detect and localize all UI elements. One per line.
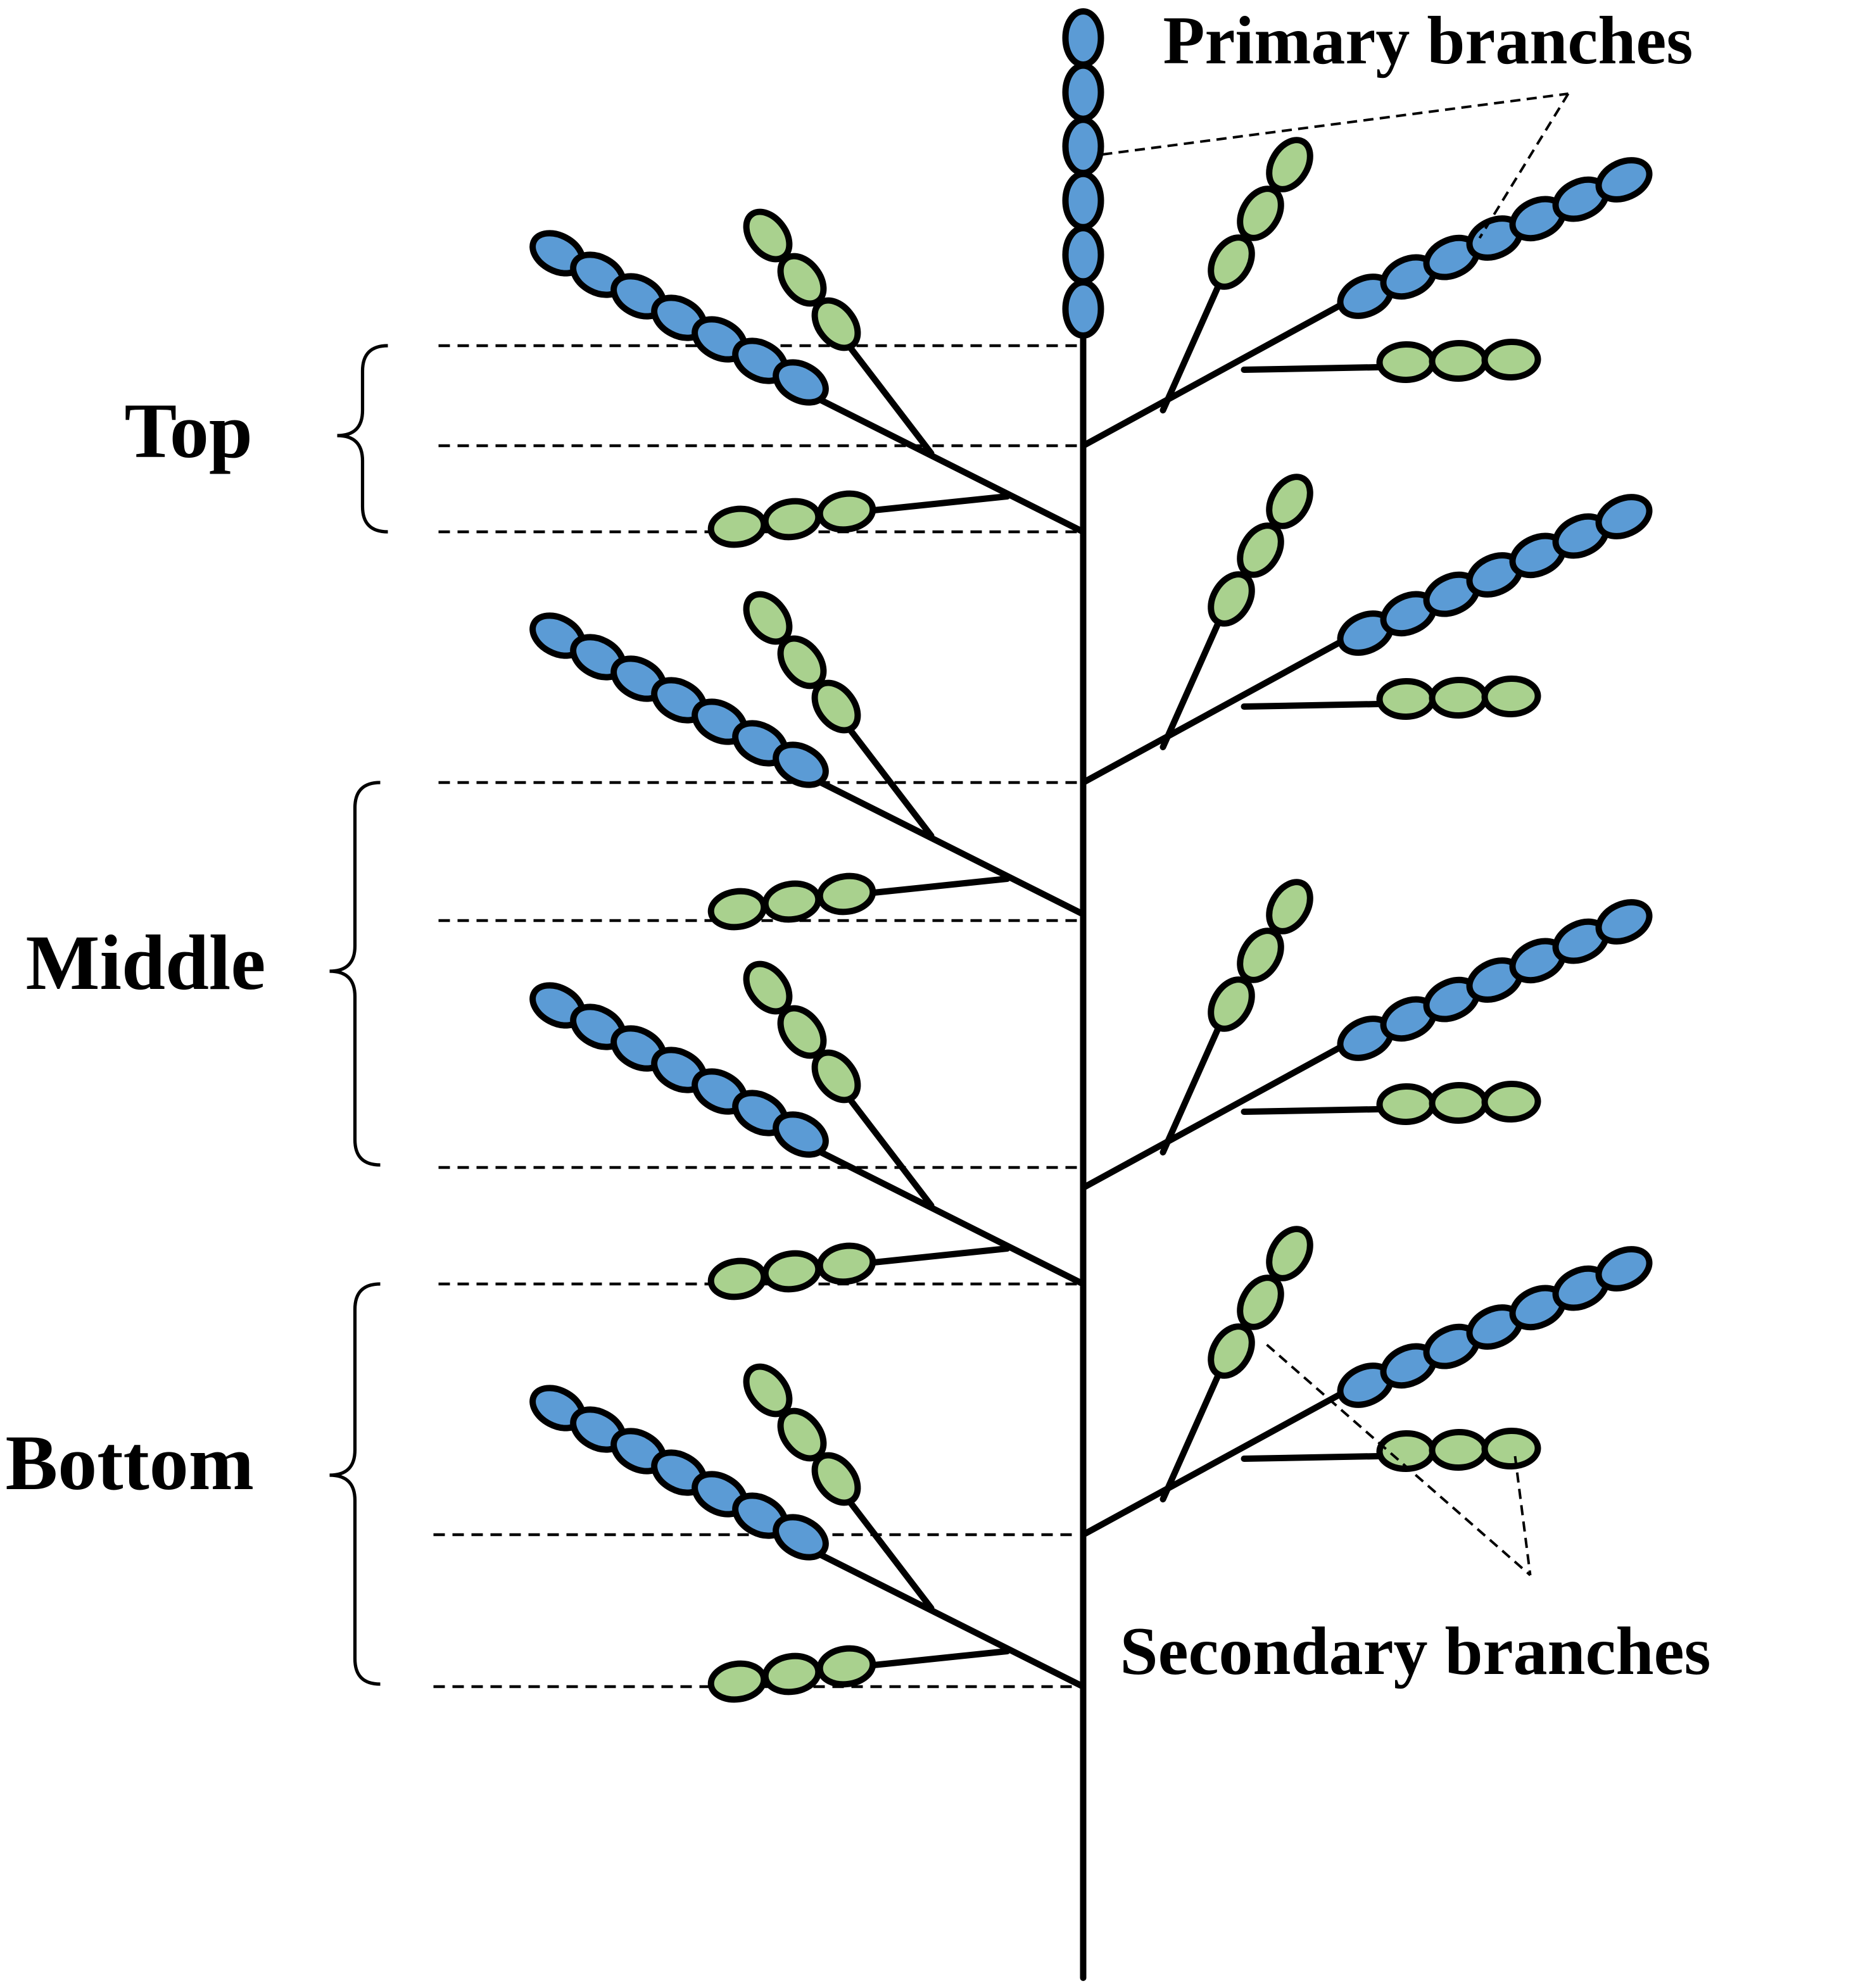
section-braces	[329, 344, 388, 1686]
undefined-upper-secondary-stem	[1159, 268, 1229, 413]
right-secondary-grain	[1376, 1083, 1436, 1126]
undefined-primary-stem	[1080, 1390, 1346, 1538]
left-secondary-grain	[811, 1452, 861, 1506]
section-label-middle: Middle	[26, 919, 266, 1006]
right-secondary-grain	[1266, 137, 1313, 192]
right-secondary-grain	[1481, 1427, 1541, 1470]
left-secondary-grain	[762, 1250, 822, 1293]
right-secondary-grain	[1208, 1323, 1255, 1379]
left-unit-2-upper-secondary-stem	[833, 708, 935, 839]
undefined-lower-secondary-stem	[1241, 1453, 1382, 1462]
right-secondary-grain	[1481, 338, 1541, 381]
left-unit-2-primary-stem	[807, 774, 1087, 917]
left-unit-3-lower-secondary-stem	[858, 1245, 1011, 1267]
secondary-callout-line	[1513, 1456, 1532, 1576]
primary-branches-label: Primary branches	[1163, 3, 1693, 79]
apical-primary-grain	[1062, 62, 1104, 122]
apical-primary-grain	[1062, 116, 1104, 177]
left-secondary-grain	[707, 888, 768, 931]
right-secondary-grain	[1237, 928, 1284, 983]
left-unit-1-lower-secondary-stem	[858, 493, 1011, 515]
right-primary-grain	[1595, 899, 1653, 945]
right-primary-grain	[1595, 157, 1653, 203]
brace-top	[337, 344, 388, 534]
left-unit-3-primary-stem	[807, 1144, 1087, 1287]
undefined-upper-secondary-stem	[1159, 605, 1229, 750]
left-secondary-grain	[707, 1660, 768, 1703]
branch-stems	[807, 268, 1382, 1981]
left-secondary-grain	[762, 880, 822, 923]
left-secondary-grain	[816, 1242, 876, 1285]
right-secondary-grain	[1208, 571, 1255, 627]
secondary-branches-label: Secondary branches	[1120, 1614, 1711, 1689]
right-secondary-grain	[1237, 522, 1284, 578]
left-secondary-grain	[762, 498, 822, 541]
apical-primary-grain	[1062, 225, 1104, 285]
left-secondary-grain	[811, 1049, 861, 1104]
right-secondary-grain	[1208, 976, 1255, 1032]
undefined-lower-secondary-stem	[1241, 364, 1382, 373]
left-primary-grain	[773, 359, 829, 406]
apical-primary-grain	[1062, 170, 1104, 230]
left-unit-3-upper-secondary-stem	[833, 1078, 935, 1209]
left-secondary-grain	[816, 872, 876, 915]
section-label-bottom: Bottom	[6, 1419, 255, 1506]
undefined-primary-stem	[1080, 638, 1346, 786]
callout-lines	[1102, 92, 1570, 1576]
left-secondary-grain	[707, 505, 768, 548]
undefined-primary-stem	[1080, 1043, 1346, 1191]
left-unit-4-upper-secondary-stem	[833, 1481, 935, 1611]
undefined-primary-stem	[1080, 301, 1346, 449]
right-secondary-grain	[1266, 474, 1313, 529]
right-secondary-grain	[1481, 1080, 1541, 1123]
right-primary-grain	[1595, 1246, 1653, 1292]
left-secondary-grain	[811, 297, 861, 351]
left-unit-2-lower-secondary-stem	[858, 876, 1011, 897]
undefined-lower-secondary-stem	[1241, 701, 1382, 710]
dashed-leader-lines	[433, 344, 1077, 1689]
right-secondary-grain	[1481, 675, 1541, 718]
right-secondary-grain	[1429, 676, 1489, 719]
left-primary-grain	[773, 741, 829, 788]
undefined-upper-secondary-stem	[1159, 1357, 1229, 1502]
apical-primary-grain	[1062, 279, 1104, 339]
right-secondary-grain	[1237, 1274, 1284, 1330]
left-secondary-grain	[816, 1645, 876, 1688]
right-secondary-grain	[1429, 1081, 1489, 1124]
right-secondary-grain	[1376, 677, 1436, 720]
apical-primary-grain	[1062, 8, 1104, 68]
right-secondary-grain	[1266, 1226, 1313, 1281]
right-secondary-grain	[1208, 234, 1255, 290]
left-unit-4-primary-stem	[807, 1547, 1087, 1690]
left-primary-grain	[773, 1111, 829, 1158]
primary-callout-line	[1478, 92, 1570, 239]
section-label-top: Top	[125, 387, 253, 474]
right-secondary-grain	[1429, 339, 1489, 382]
left-secondary-grain	[762, 1652, 822, 1695]
left-unit-4-lower-secondary-stem	[858, 1648, 1011, 1670]
right-secondary-grain	[1266, 879, 1313, 934]
right-primary-grain	[1595, 494, 1653, 539]
undefined-lower-secondary-stem	[1241, 1106, 1382, 1115]
left-primary-grain	[773, 1514, 829, 1561]
left-secondary-grain	[811, 679, 861, 734]
right-secondary-grain	[1376, 341, 1436, 384]
right-secondary-grain	[1237, 186, 1284, 241]
left-unit-1-primary-stem	[807, 392, 1087, 535]
left-secondary-grain	[707, 1257, 768, 1300]
primary-callout-line	[1102, 92, 1569, 156]
left-unit-1-upper-secondary-stem	[833, 326, 935, 456]
right-secondary-grain	[1429, 1428, 1489, 1471]
right-secondary-grain	[1376, 1430, 1436, 1473]
left-secondary-grain	[816, 490, 876, 533]
brace-bottom	[329, 1282, 381, 1686]
brace-middle	[329, 781, 381, 1167]
undefined-upper-secondary-stem	[1159, 1010, 1229, 1155]
secondary-callout-line	[1266, 1343, 1531, 1576]
grains	[529, 8, 1653, 1703]
